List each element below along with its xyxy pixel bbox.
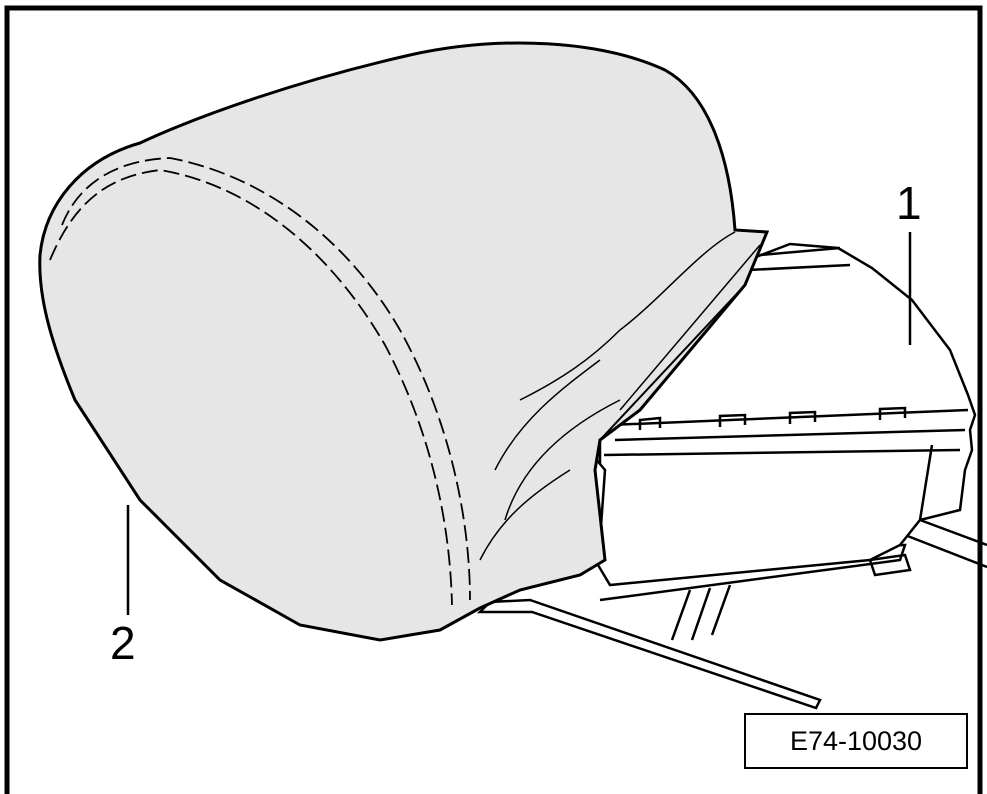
callout-2: 2 — [110, 617, 136, 669]
figure-id-label: E74-10030 — [744, 713, 968, 769]
figure-frame — [4, 5, 983, 794]
head-restraint — [38, 41, 770, 642]
seat-frame — [476, 518, 987, 710]
callout-1: 1 — [896, 177, 922, 229]
